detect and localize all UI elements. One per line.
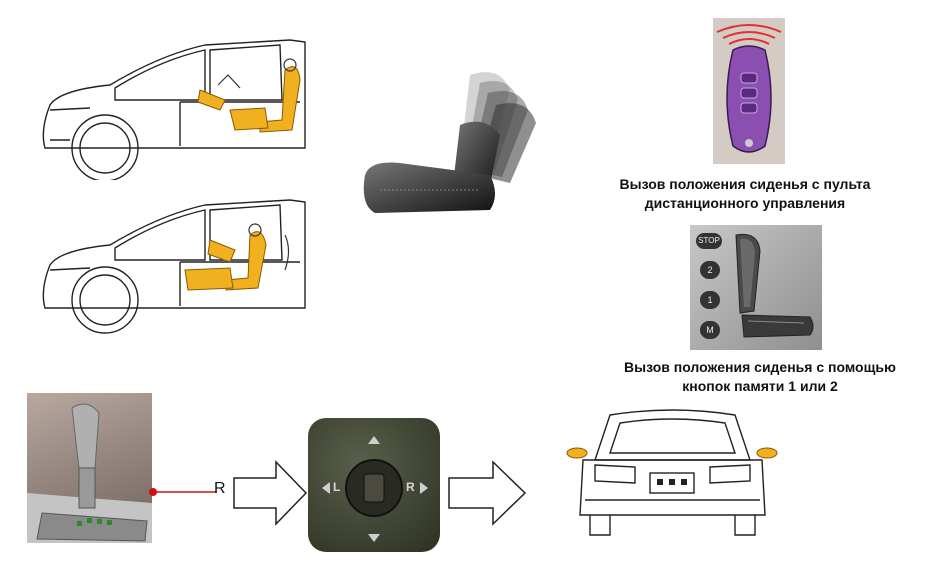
mirror-adjust-switch[interactable]: L R [308, 418, 440, 552]
seat-highlight-2 [184, 231, 267, 291]
memory-button-1-label: 1 [707, 295, 713, 305]
arrow-right-small-icon [420, 482, 428, 494]
memory-button-2-label: 2 [707, 265, 713, 275]
seat-switch-icon[interactable] [730, 231, 818, 345]
remote-key-fob [713, 18, 785, 164]
memory-button-m-label: M [706, 325, 714, 335]
memory-button-stop[interactable]: STOP [696, 233, 722, 249]
car-side-view-seat-rear [42, 199, 306, 334]
remote-caption-line1: Вызов положения сиденья с пульта [619, 176, 871, 192]
memory-caption-line1: Вызов положения сиденья с помощью [624, 359, 896, 375]
seat-highlight-1 [197, 66, 301, 133]
memory-button-2[interactable]: 2 [700, 261, 720, 279]
mirror-switch-right-label: R [406, 480, 415, 494]
memory-button-panel: STOP 2 1 M [690, 225, 822, 350]
memory-caption-line2: кнопок памяти 1 или 2 [682, 378, 838, 394]
arrow-up-icon [368, 436, 380, 444]
mirror-switch-left-label: L [333, 480, 341, 494]
gear-r-label: R [214, 480, 226, 497]
left-mirror-highlight [566, 447, 588, 459]
memory-caption: Вызов положения сиденья с помощью кнопок… [590, 358, 928, 396]
car-rear-view [566, 409, 778, 536]
memory-button-stop-label: STOP [698, 236, 720, 245]
remote-caption-line2: дистанционного управления [644, 195, 846, 211]
gear-r-connector [149, 488, 216, 496]
remote-caption: Вызов положения сиденья с пульта дистанц… [580, 175, 910, 213]
signal-waves-icon [716, 24, 782, 45]
arrow-down-icon [368, 534, 380, 542]
arrow-right-icon [233, 460, 308, 526]
gear-selector-image [27, 393, 152, 543]
arrow-left-icon [322, 482, 330, 494]
right-mirror-highlight [756, 447, 778, 459]
seat-recline-motion-image [363, 72, 536, 213]
memory-button-1[interactable]: 1 [700, 291, 720, 309]
arrow-right-icon-2 [448, 460, 527, 526]
memory-button-m[interactable]: M [700, 321, 720, 339]
car-side-view-seat-forward [42, 39, 306, 180]
